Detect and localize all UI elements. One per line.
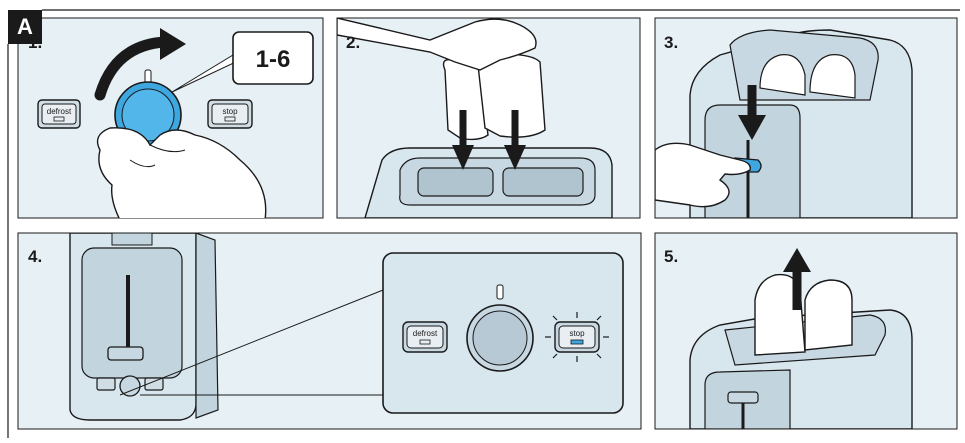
step-2-number: 2.: [346, 33, 360, 52]
step-1-panel: defrost stop: [18, 18, 323, 220]
step-1-defrost-label: defrost: [47, 107, 72, 116]
step-4-number: 4.: [28, 247, 42, 266]
step-5-number: 5.: [664, 247, 678, 266]
stop-indicator-lit: [571, 340, 583, 344]
small-dial-4: [120, 376, 140, 396]
lever-5: [728, 392, 758, 403]
bread-slot-left: [418, 168, 493, 196]
step-4-defrost-label: defrost: [413, 329, 438, 338]
lever-4: [108, 347, 143, 360]
step-3-number: 3.: [664, 33, 678, 52]
step-4-stop-label: stop: [569, 329, 585, 338]
step-4-panel: defrost stop: [18, 233, 641, 429]
step-3-panel: 3.: [655, 18, 957, 218]
section-badge: A: [8, 10, 42, 44]
step-2-panel: 2.: [337, 18, 640, 218]
setting-range-text: 1-6: [256, 46, 291, 73]
step-1-stop-label: stop: [222, 107, 238, 116]
popped-bread-right: [805, 280, 852, 350]
step-5-panel: 5.: [655, 233, 957, 429]
bread-slot-right: [503, 168, 583, 196]
